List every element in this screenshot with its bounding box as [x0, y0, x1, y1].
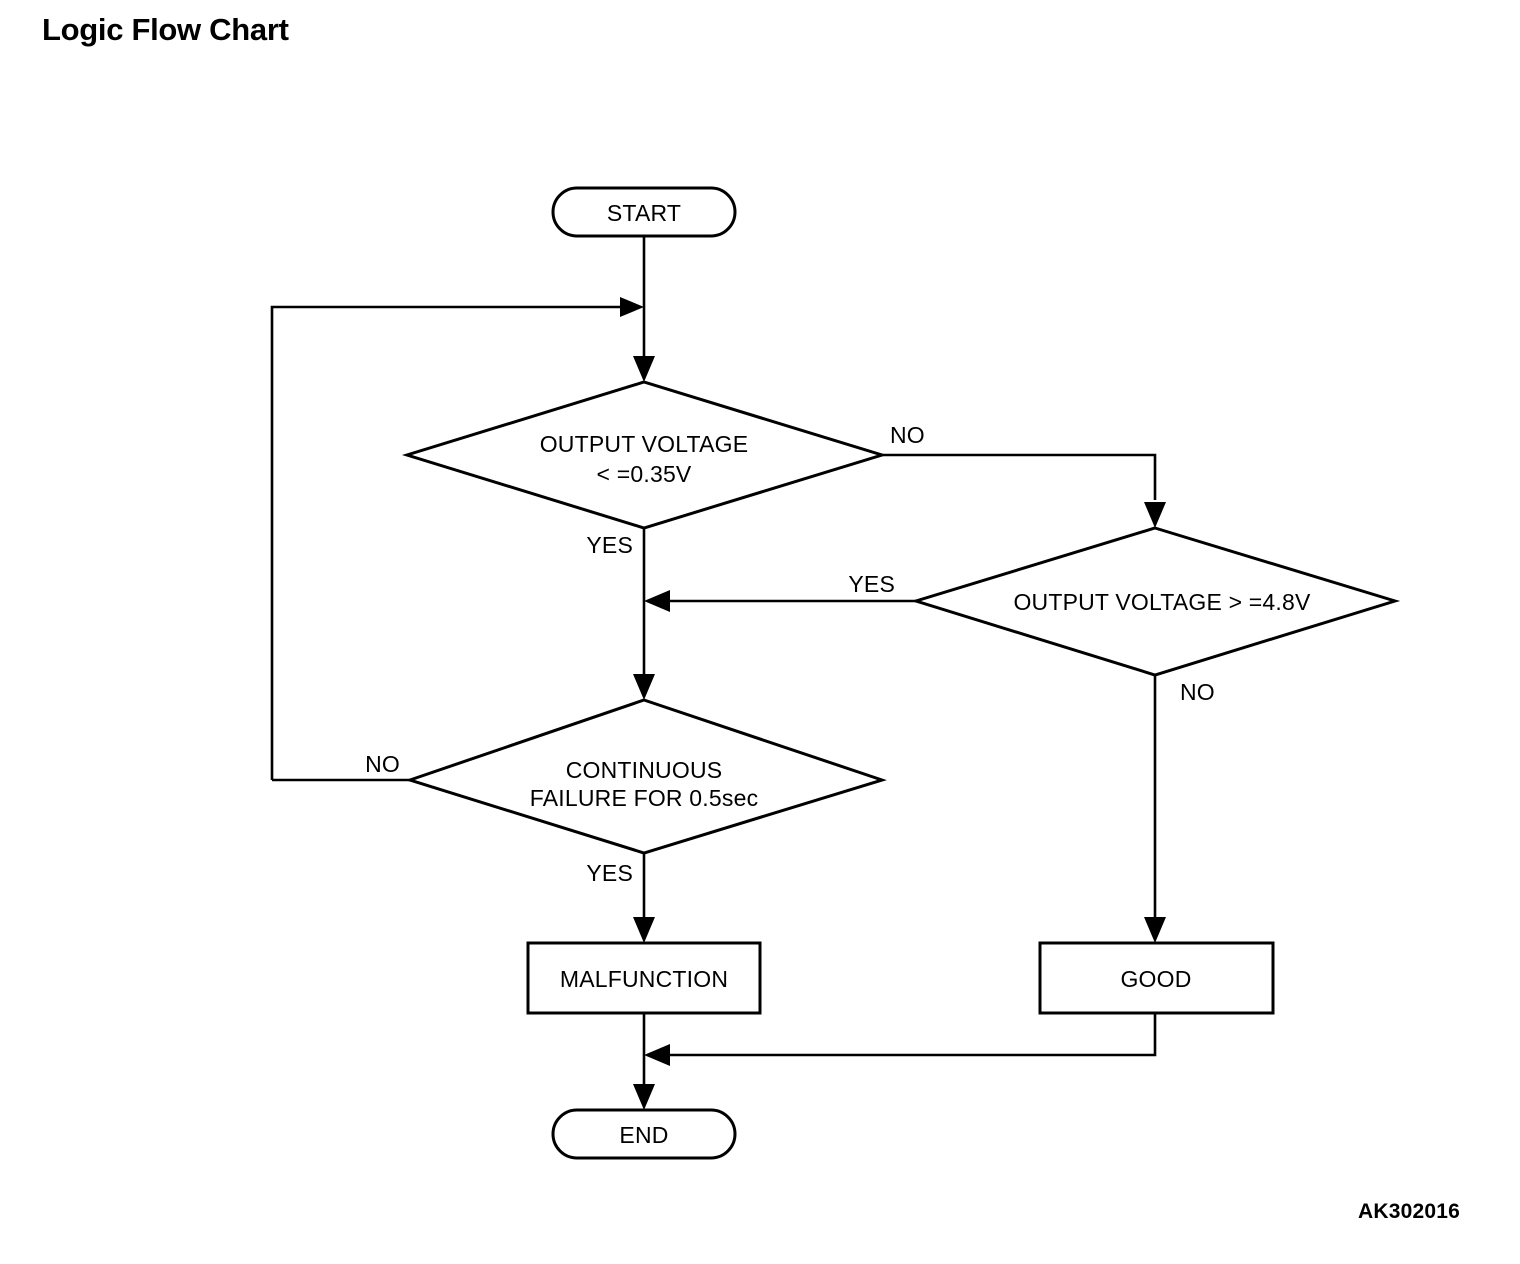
- arrowhead-good-into-spine: [644, 1044, 670, 1066]
- page-title: Logic Flow Chart: [42, 12, 289, 47]
- node-decision-low-voltage-line1: OUTPUT VOLTAGE: [540, 431, 749, 457]
- edge-good-to-end: [662, 1013, 1157, 1057]
- node-decision-continuous-failure[interactable]: [405, 698, 887, 855]
- edge-dec3-no-feedback: [270, 305, 626, 780]
- arrowhead-dec2-yes-into-spine: [644, 590, 670, 612]
- node-end-label: END: [619, 1122, 668, 1148]
- node-start[interactable]: [551, 186, 737, 238]
- edge-dec1-no: [882, 453, 1157, 500]
- node-decision-high-voltage[interactable]: [910, 526, 1401, 677]
- edge-label-dec3-no: NO: [365, 751, 400, 777]
- node-good[interactable]: [1038, 941, 1275, 1015]
- edge-label-dec1-yes: YES: [586, 532, 633, 558]
- node-decision-low-voltage-line2: < =0.35V: [597, 461, 692, 487]
- node-decision-continuous-failure-line1: CONTINUOUS: [566, 757, 723, 783]
- node-good-label: GOOD: [1120, 966, 1191, 992]
- watermark-code: AK302016: [1358, 1200, 1461, 1223]
- arrowhead-into-malfunction: [633, 917, 655, 943]
- node-start-label: START: [607, 200, 681, 226]
- arrowhead-into-good: [1144, 917, 1166, 943]
- edge-label-dec2-no: NO: [1180, 679, 1215, 705]
- edge-label-dec2-yes: YES: [848, 571, 895, 597]
- arrowhead-into-dec3: [633, 674, 655, 700]
- node-malfunction-label: MALFUNCTION: [560, 966, 728, 992]
- arrowhead-into-end: [633, 1084, 655, 1110]
- edge-label-dec3-yes: YES: [586, 860, 633, 886]
- node-malfunction[interactable]: [526, 941, 762, 1015]
- arrowhead-into-dec2: [1144, 502, 1166, 528]
- node-decision-high-voltage-line1: OUTPUT VOLTAGE > =4.8V: [1013, 589, 1311, 615]
- node-decision-low-voltage[interactable]: [401, 380, 888, 530]
- node-end[interactable]: [551, 1108, 737, 1160]
- edge-label-dec1-no: NO: [890, 422, 925, 448]
- node-decision-continuous-failure-line2: FAILURE FOR 0.5sec: [530, 785, 759, 811]
- arrowhead-feedback-into-spine: [620, 297, 644, 317]
- arrowhead-into-dec1: [633, 356, 655, 382]
